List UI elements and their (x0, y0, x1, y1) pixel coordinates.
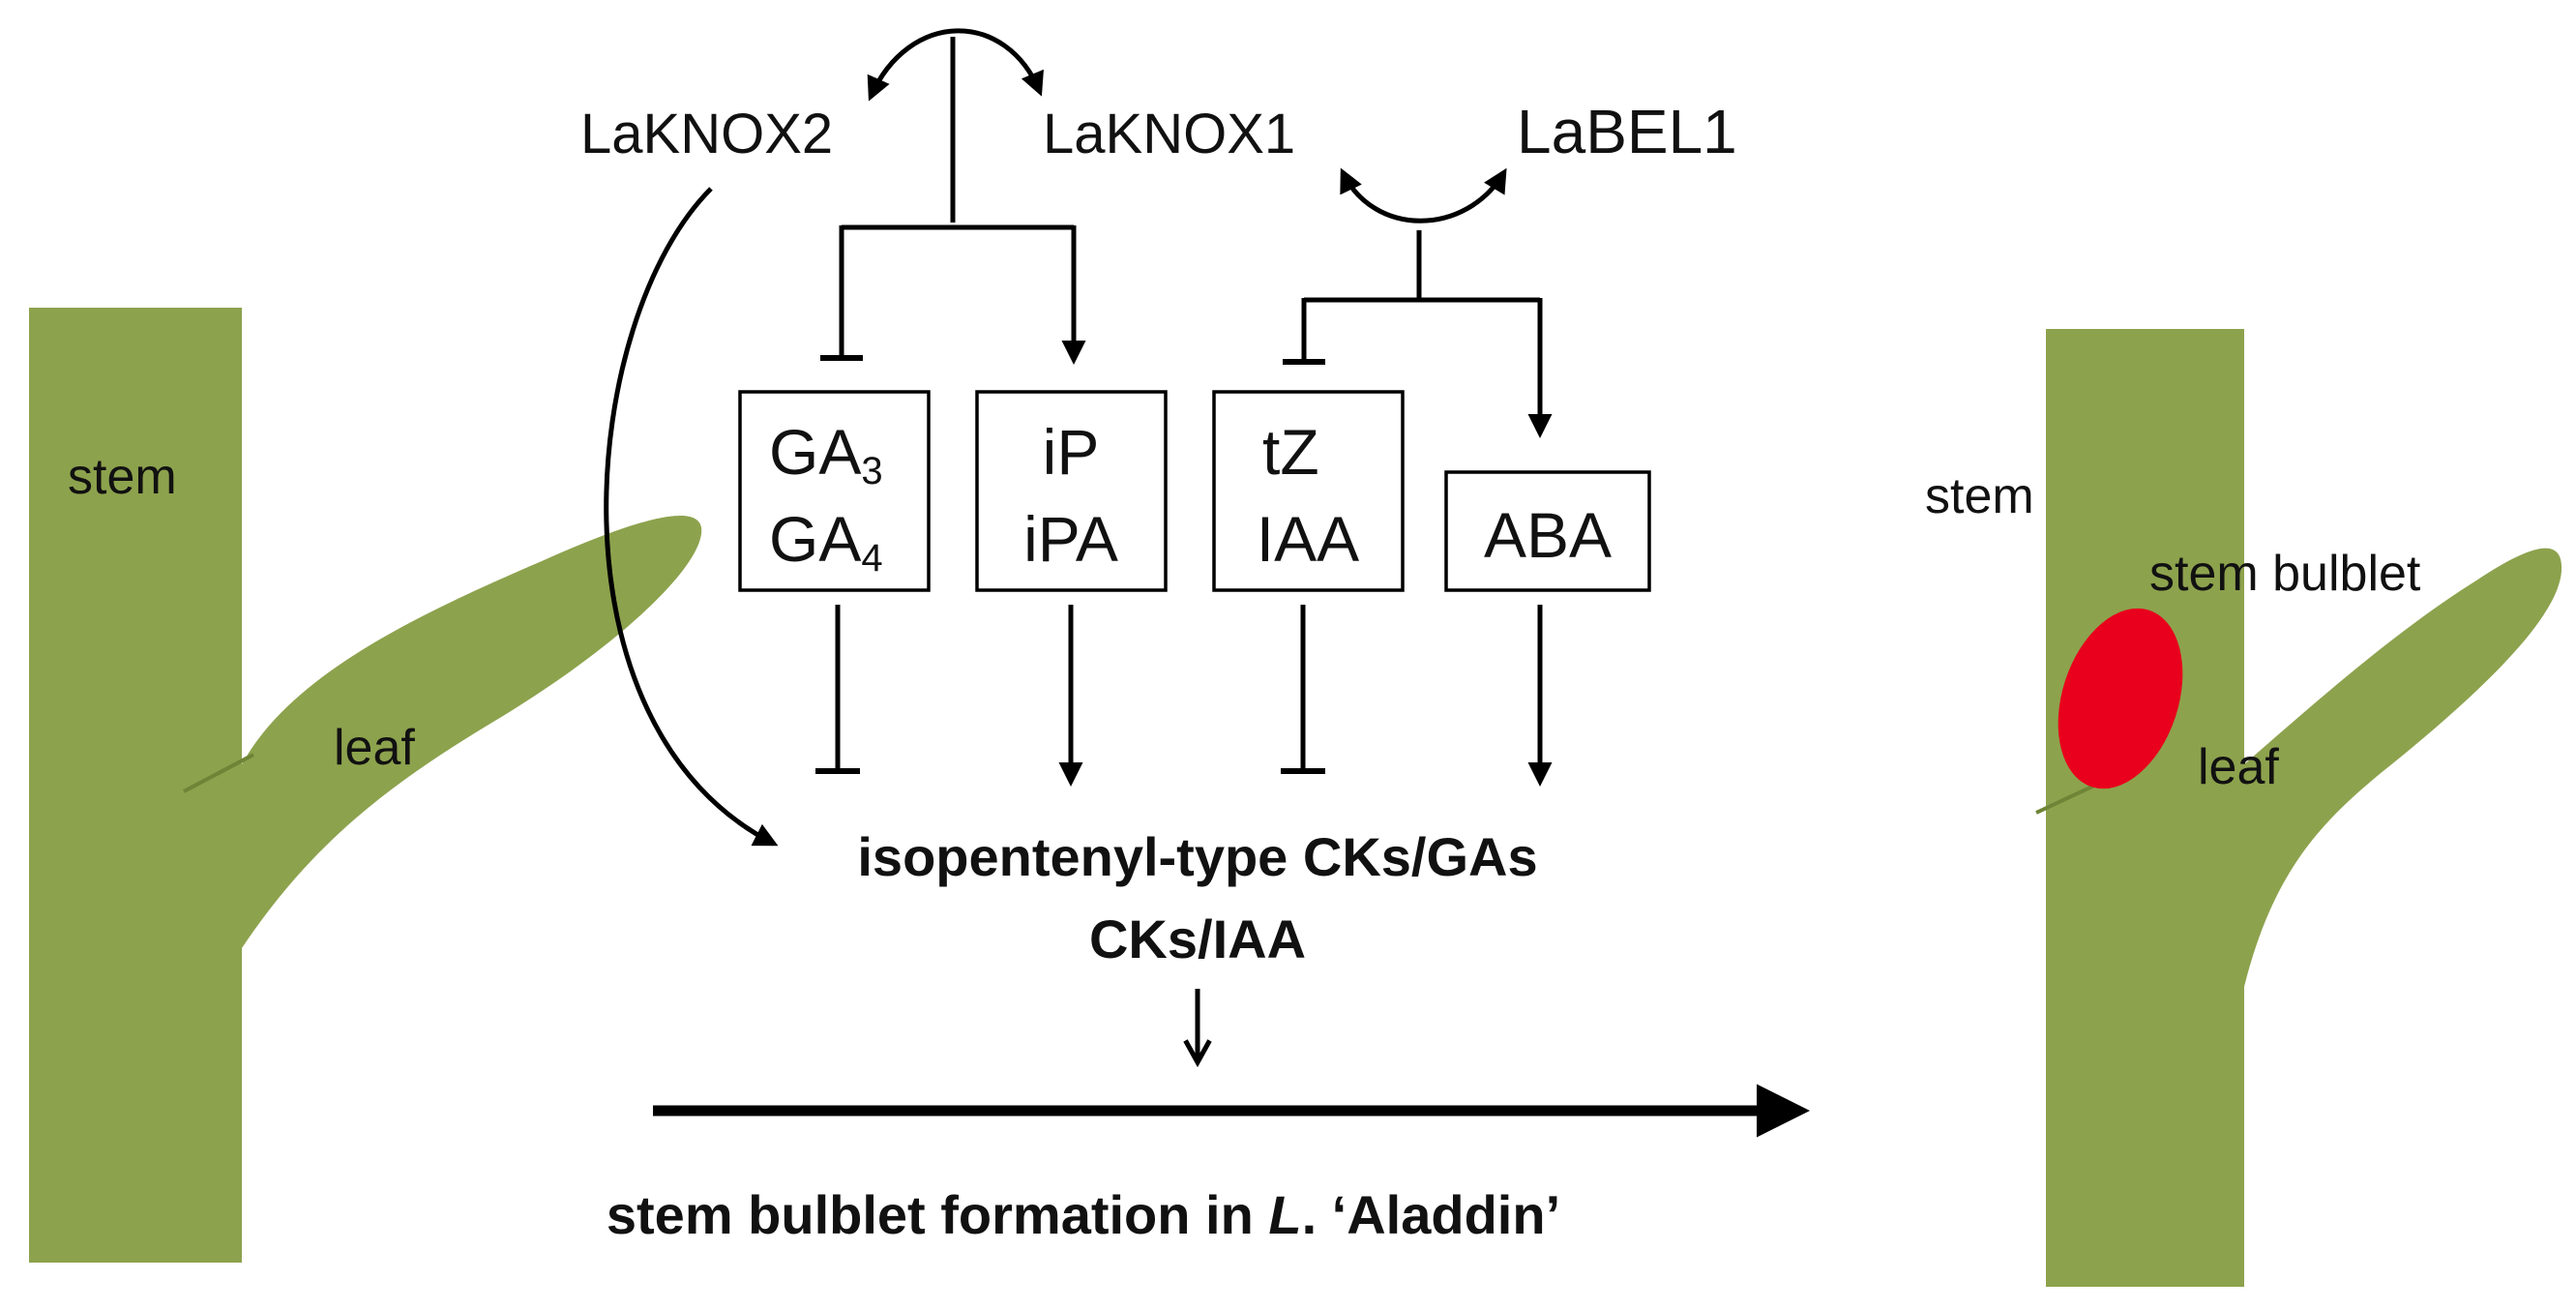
ga-line1-sub: 3 (861, 450, 882, 492)
hormone-box-ip: iP iPA (975, 390, 1168, 592)
svg-text:GA4: GA4 (769, 503, 883, 580)
left-plant: stem leaf (29, 308, 702, 1263)
caption-italic: L (1268, 1184, 1301, 1245)
left-leaf-label: leaf (334, 720, 415, 776)
hormone-effects (835, 605, 1553, 787)
caption-prefix: stem bulblet formation in (607, 1184, 1268, 1245)
hormone-box-aba: ABA (1444, 470, 1651, 592)
knox-interaction-arrow (867, 28, 1044, 102)
right-stem-label: stem (1925, 468, 2034, 524)
stem-bulblet-shape (2058, 608, 2183, 789)
right-plant-stem (2046, 329, 2244, 1287)
hormone-box-tz: tZ IAA (1212, 390, 1405, 592)
right-plant: stem stem bulblet leaf (1925, 329, 2562, 1287)
hormone-box-ga: GA3 GA4 (738, 390, 931, 592)
left-stem-label: stem (68, 449, 177, 505)
gene-label1: LaBEL1 (1517, 97, 1737, 166)
svg-text:GA3: GA3 (769, 416, 883, 492)
gene-laknox2: LaKNOX2 (580, 103, 833, 165)
formation-caption: stem bulblet formation in L. ‘Aladdin’ (607, 1184, 1560, 1245)
ga-line1: GA (769, 416, 861, 488)
tz-line2: IAA (1257, 503, 1359, 575)
left-plant-leaf (242, 515, 702, 948)
caption-suffix: . ‘Aladdin’ (1302, 1184, 1561, 1245)
ga-line2: GA (769, 503, 861, 575)
outcome-line1: isopentenyl-type CKs/GAs (857, 826, 1537, 887)
ip-line2: iPA (1023, 503, 1118, 575)
knox-regulation-branch (839, 37, 1086, 365)
outcome-line2: CKs/IAA (1089, 908, 1306, 969)
ip-line1: iP (1043, 416, 1100, 488)
tz-line1: tZ (1262, 416, 1319, 488)
gene-laknox1: LaKNOX1 (1043, 103, 1295, 165)
right-leaf-label: leaf (2198, 739, 2279, 795)
right-plant-leaf (2244, 548, 2562, 987)
stem-bulblet-label: stem bulblet (2149, 546, 2421, 602)
aba-line1: ABA (1484, 499, 1612, 571)
left-plant-leaf-vein (183, 753, 254, 793)
left-plant-stem (29, 308, 242, 1263)
knox2-to-outcome-arrow (604, 187, 779, 847)
knox1-bel1-interaction-arrow (1340, 167, 1507, 223)
bel1-regulation-branch (1301, 230, 1553, 438)
ga-line2-sub: 4 (861, 537, 882, 580)
